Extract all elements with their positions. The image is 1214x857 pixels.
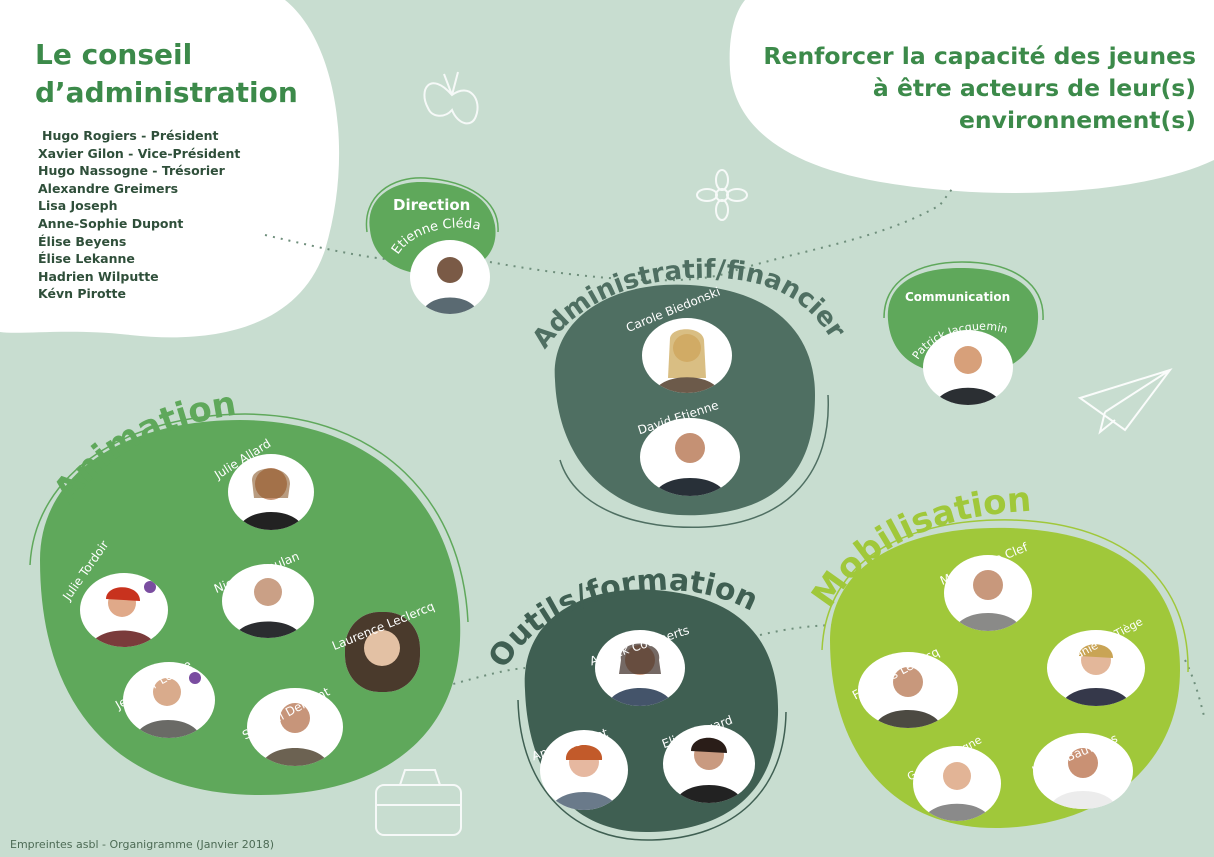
footer-caption: Empreintes asbl - Organigramme (Janvier … [10, 838, 275, 851]
photo-annick-cockaerts [595, 630, 685, 706]
board-member: Hadrien Wilputte [38, 268, 159, 284]
photo-anne-herbiet [540, 730, 628, 810]
photo-carole-biedonski [642, 318, 732, 393]
board-member: Lisa Joseph [38, 198, 118, 214]
photo-nicolas-moulan [222, 564, 314, 638]
photo-samuel-demont [247, 688, 343, 766]
briefcase-icon [375, 769, 462, 836]
mission-blob [729, 0, 1214, 193]
connector-line [429, 667, 526, 691]
photo-etienne-cleda [410, 240, 490, 314]
board-member: Hugo Nassogne - Trésorier [38, 163, 225, 179]
butterfly-icon [423, 71, 479, 125]
photo-julien-bauwens [1033, 733, 1133, 809]
mission-line2: à être acteurs de leur(s) [872, 74, 1196, 102]
photo-julie-tordoir [80, 573, 168, 647]
connector-line [489, 184, 956, 282]
connector-line [1184, 659, 1206, 721]
board-member: Kévn Pirotte [38, 286, 126, 302]
photo-patrick-jacquemin [923, 330, 1013, 405]
board-member: Anne-Sophie Dupont [38, 215, 184, 231]
photo-stephanie-de-tiege [1047, 630, 1145, 706]
board-title-line2: d’administration [35, 76, 298, 109]
photo-julie-allard [228, 454, 314, 530]
board-member: Alexandre Greimers [38, 180, 179, 196]
board-member: Élise Beyens [38, 233, 127, 249]
board-member: Élise Lekanne [38, 251, 135, 267]
communication-title: Communication [905, 290, 1011, 304]
photo-francois-lebecq [858, 652, 958, 728]
flower-icon [696, 169, 748, 221]
photo-jennifer-lesire [123, 662, 215, 738]
photo-laurence-leclercq [345, 612, 420, 692]
photo-elise-rouard [663, 725, 755, 803]
board-title-line1: Le conseil [35, 38, 193, 71]
board-members: Hugo Rogiers - Président Xavier Gilon - … [38, 127, 240, 303]
admin-blob [554, 284, 815, 516]
board-title: Le conseil d’administration [35, 36, 298, 112]
photo-david-etienne [640, 418, 740, 496]
paper-plane-icon [1077, 368, 1173, 435]
board-blob [0, 0, 340, 338]
photo-mathieu-le-clef [944, 555, 1032, 631]
mission-line1: Renforcer la capacité des jeunes [763, 42, 1196, 70]
board-member: Xavier Gilon - Vice-Président [38, 145, 241, 161]
direction-title: Direction [393, 196, 471, 214]
mission-statement: Renforcer la capacité des jeunes à être … [763, 40, 1196, 136]
mission-line3: environnement(s) [958, 106, 1196, 134]
board-member: Hugo Rogiers - Président [42, 128, 219, 143]
photo-gael-nassogne [913, 746, 1001, 821]
